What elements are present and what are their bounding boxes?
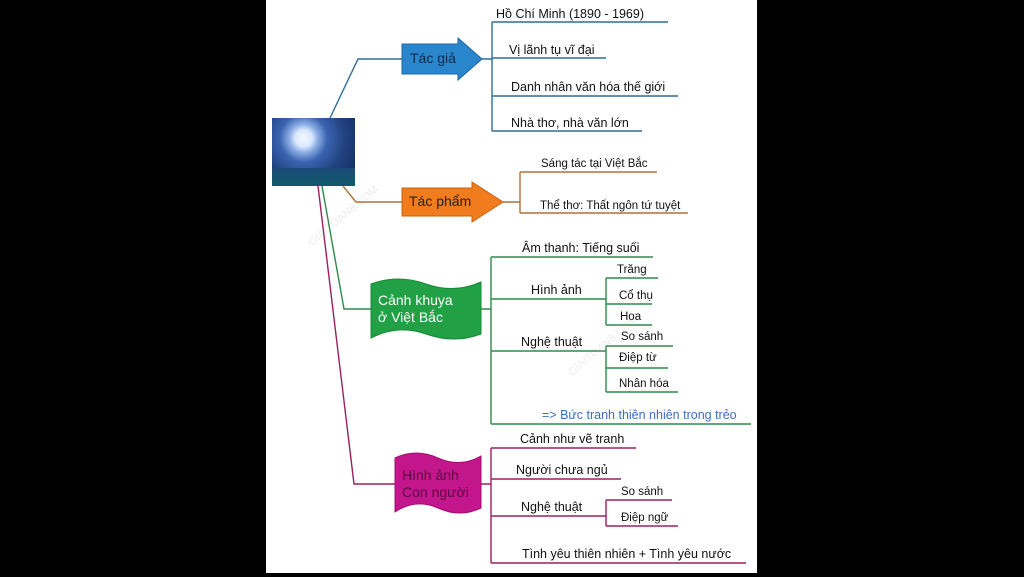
sub-item: So sánh [621, 486, 664, 498]
node-tac-pham[interactable]: Tác phẩm [409, 193, 472, 209]
bracket-tac-pham [503, 171, 688, 214]
leaf-item: Người chưa ngủ [516, 463, 608, 477]
connector-tac-gia [329, 58, 402, 119]
leaf-item: Âm thanh: Tiếng suối [522, 241, 640, 255]
node-line: Cảnh khuya [378, 292, 453, 308]
leaf-item: Vị lãnh tụ vĩ đại [509, 43, 595, 57]
hinh-anh-flag-shape [394, 452, 482, 514]
node-line: Hình ảnh [402, 467, 459, 483]
bracket-tac-gia [482, 21, 678, 132]
leaf-item: Thể thơ: Thất ngôn tứ tuyệt [540, 200, 681, 212]
bracket-canh-khuya [481, 256, 751, 425]
node-tac-gia[interactable]: Tác giả [410, 50, 456, 66]
leaf-item: Sáng tác tại Việt Bắc [541, 158, 648, 170]
leaf-item: Danh nhân văn hóa thế giới [511, 80, 666, 94]
leaf-item: Nghệ thuật [521, 500, 583, 514]
conclusion-text: => Bức tranh thiên nhiên trong trẻo [542, 408, 737, 422]
sub-item: Điệp từ [619, 352, 657, 364]
leaf-item: Hình ảnh [531, 283, 582, 297]
leaf-item: Nghệ thuật [521, 335, 583, 349]
connector-hinh-anh [317, 185, 395, 485]
tac-pham-arrow-shape [401, 181, 504, 223]
leaf-item: Tình yêu thiên nhiên + Tình yêu nước [522, 547, 732, 561]
sub-item: Điệp ngữ [621, 512, 669, 524]
canh-khuya-flag-shape [370, 278, 482, 340]
connector-tac-pham [342, 185, 402, 203]
sub-item: Cổ thụ [619, 290, 653, 302]
leaf-item: Cảnh như vẽ tranh [520, 432, 625, 446]
sub-item: Nhân hóa [619, 378, 669, 390]
leaf-item: Hồ Chí Minh (1890 - 1969) [496, 7, 644, 21]
leaf-item: Nhà thơ, nhà văn lớn [511, 116, 629, 130]
sub-item: Trăng [617, 264, 647, 276]
tac-gia-arrow-shape [401, 36, 483, 82]
moon-night-image [272, 118, 355, 186]
node-line: Con người [402, 484, 469, 500]
bracket-hinh-anh [481, 447, 746, 564]
sub-item: Hoa [620, 311, 642, 323]
node-hinh-anh-con-nguoi[interactable]: Hình ảnh Con người [402, 467, 469, 501]
node-canh-khuya[interactable]: Cảnh khuya ở Việt Bắc [378, 292, 453, 326]
connector-canh-khuya [321, 185, 371, 310]
node-line: ở Việt Bắc [378, 309, 443, 325]
sub-item: So sánh [621, 331, 664, 343]
